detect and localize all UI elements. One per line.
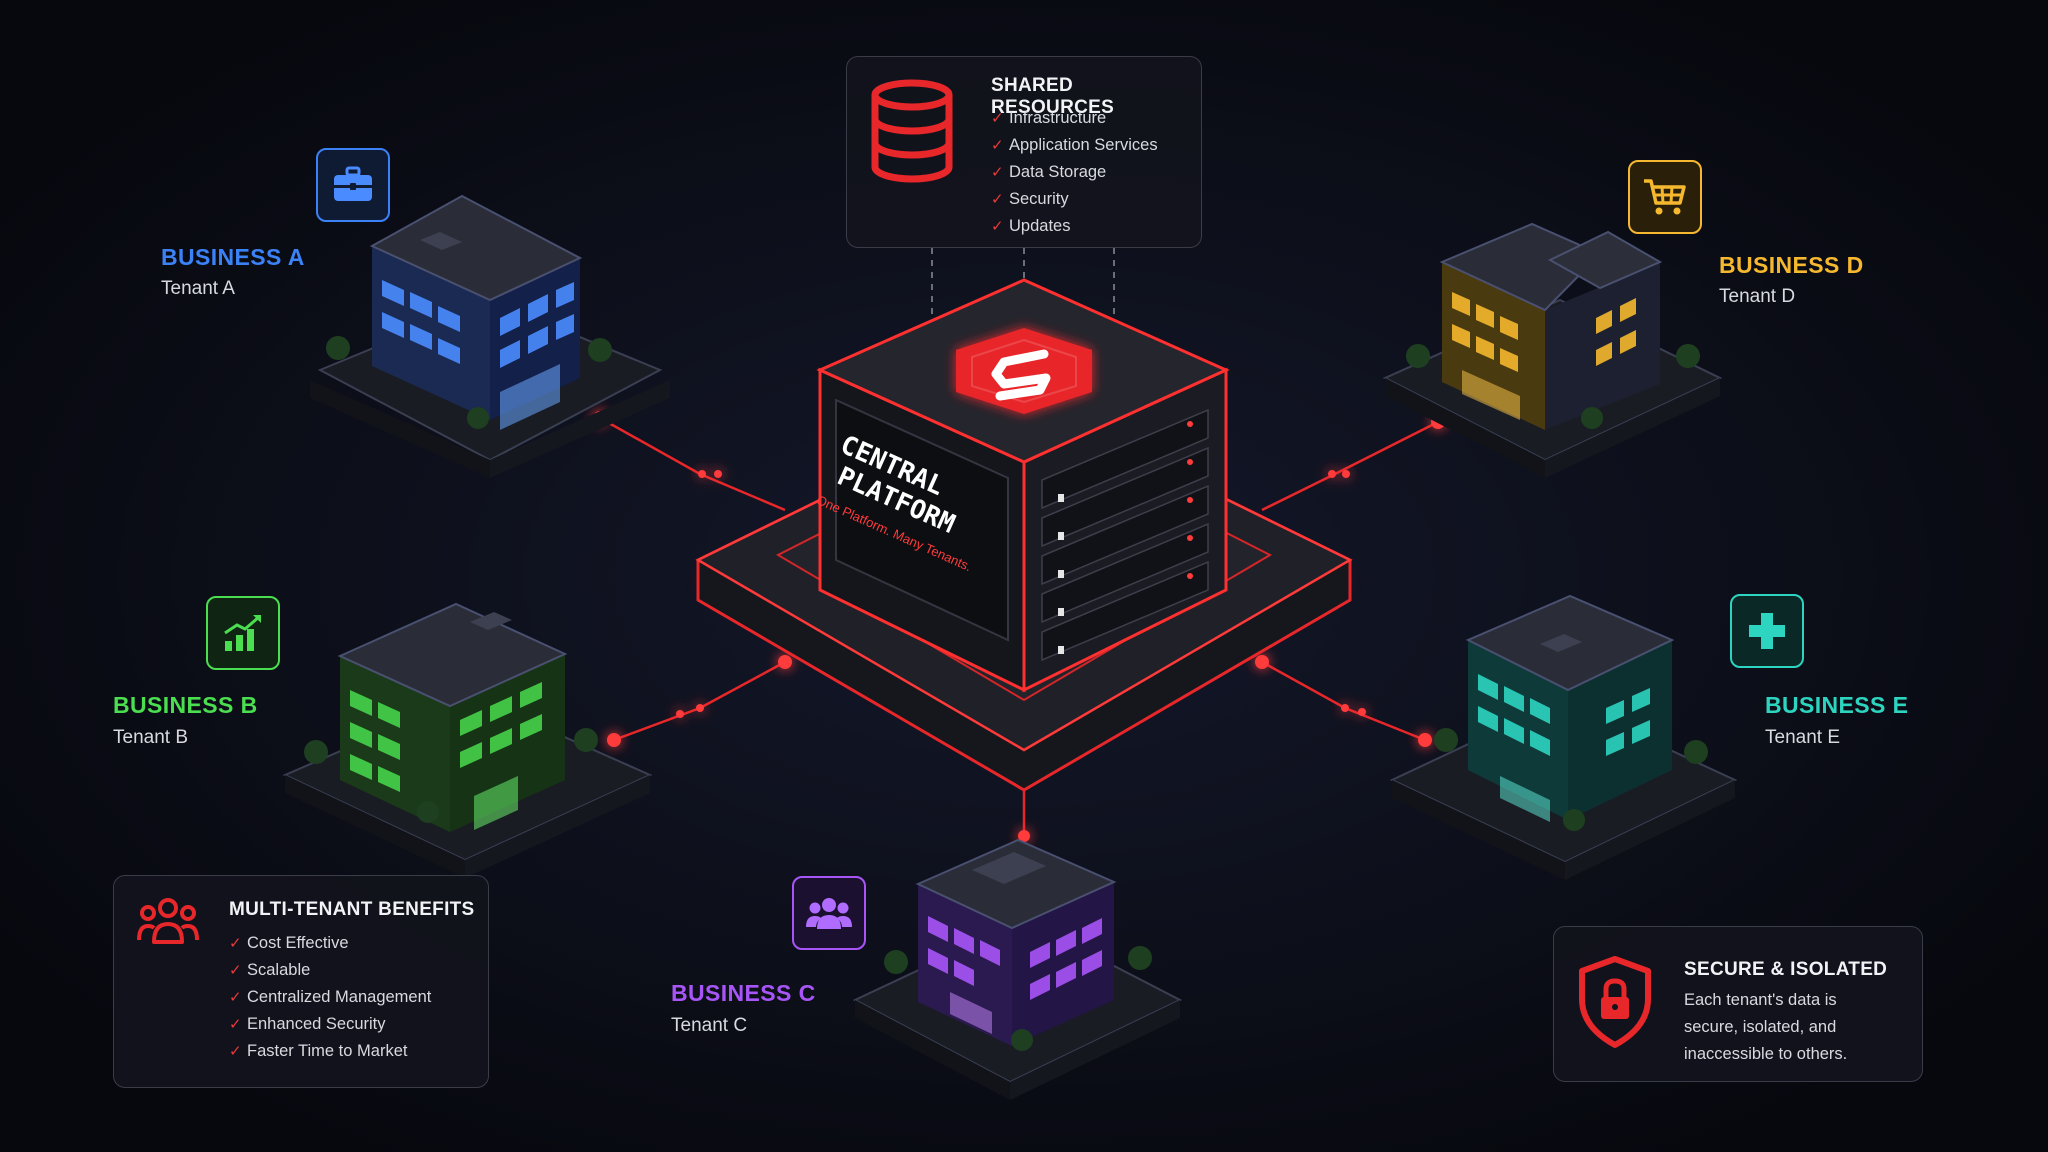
check-icon: ✓ xyxy=(991,218,1004,235)
building-d xyxy=(1382,222,1723,478)
shared-resource-links xyxy=(931,248,1115,318)
business-d-badge xyxy=(1628,160,1702,234)
business-c-badge xyxy=(792,876,866,950)
shared-resources-title: SHARED RESOURCES xyxy=(991,75,1115,118)
briefcase-icon xyxy=(334,166,372,201)
benefits-card: MULTI-TENANT BENEFITS ✓Cost Effective ✓S… xyxy=(113,875,489,1088)
check-icon: ✓ xyxy=(991,110,1004,127)
database-icon xyxy=(871,79,953,183)
benefits-list: ✓Cost Effective ✓Scalable ✓Centralized M… xyxy=(229,930,431,1065)
shield-lock-icon xyxy=(1579,956,1651,1048)
business-a-name: BUSINESS A xyxy=(161,244,305,270)
secure-title: SECURE & ISOLATED xyxy=(1684,959,1888,980)
check-icon: ✓ xyxy=(229,935,242,952)
business-a-badge xyxy=(316,148,390,222)
list-item: ✓Cost Effective xyxy=(229,930,431,957)
building-a xyxy=(310,194,670,478)
business-d-name: BUSINESS D xyxy=(1719,252,1864,278)
building-e xyxy=(1389,594,1738,880)
server-racks xyxy=(1041,408,1209,662)
list-item: ✓Enhanced Security xyxy=(229,1011,431,1038)
platform-logo-icon xyxy=(956,328,1092,414)
list-item: ✓Security xyxy=(991,186,1158,213)
team-icon xyxy=(137,898,199,944)
business-e-badge xyxy=(1730,594,1804,668)
shared-resources-card: SHARED RESOURCES ✓Infrastructure ✓Applic… xyxy=(846,56,1202,248)
business-e-name: BUSINESS E xyxy=(1765,692,1909,718)
shared-resources-list: ✓Infrastructure ✓Application Services ✓D… xyxy=(991,105,1158,240)
business-a-tenant: Tenant A xyxy=(161,278,235,299)
business-b-tenant: Tenant B xyxy=(113,727,188,748)
business-c-tenant: Tenant C xyxy=(671,1015,748,1036)
business-d-tenant: Tenant D xyxy=(1719,286,1796,307)
list-item: ✓Faster Time to Market xyxy=(229,1038,431,1065)
business-e-tenant: Tenant E xyxy=(1765,727,1840,748)
check-icon: ✓ xyxy=(991,164,1004,181)
users-icon xyxy=(806,898,852,929)
check-icon: ✓ xyxy=(229,962,242,979)
shopping-cart-icon xyxy=(1644,179,1686,215)
building-c xyxy=(852,838,1183,1100)
list-item: ✓Scalable xyxy=(229,957,431,984)
benefits-title: MULTI-TENANT BENEFITS xyxy=(229,899,475,920)
central-platform xyxy=(695,278,1353,792)
check-icon: ✓ xyxy=(229,1016,242,1033)
secure-description: Each tenant's data is secure, isolated, … xyxy=(1684,991,1848,1063)
growth-chart-icon xyxy=(224,615,261,651)
list-item: ✓Centralized Management xyxy=(229,984,431,1011)
check-icon: ✓ xyxy=(229,1043,242,1060)
list-item: ✓Updates xyxy=(991,213,1158,240)
medical-cross-icon xyxy=(1749,613,1785,649)
check-icon: ✓ xyxy=(991,191,1004,208)
building-b xyxy=(282,602,653,878)
list-item: ✓Data Storage xyxy=(991,159,1158,186)
list-item: ✓Application Services xyxy=(991,132,1158,159)
check-icon: ✓ xyxy=(229,989,242,1006)
business-b-badge xyxy=(206,596,280,670)
business-b-name: BUSINESS B xyxy=(113,692,258,718)
secure-card: SECURE & ISOLATED Each tenant's data is … xyxy=(1553,926,1923,1082)
check-icon: ✓ xyxy=(991,137,1004,154)
list-item: ✓Infrastructure xyxy=(991,105,1158,132)
business-c-name: BUSINESS C xyxy=(671,980,816,1006)
